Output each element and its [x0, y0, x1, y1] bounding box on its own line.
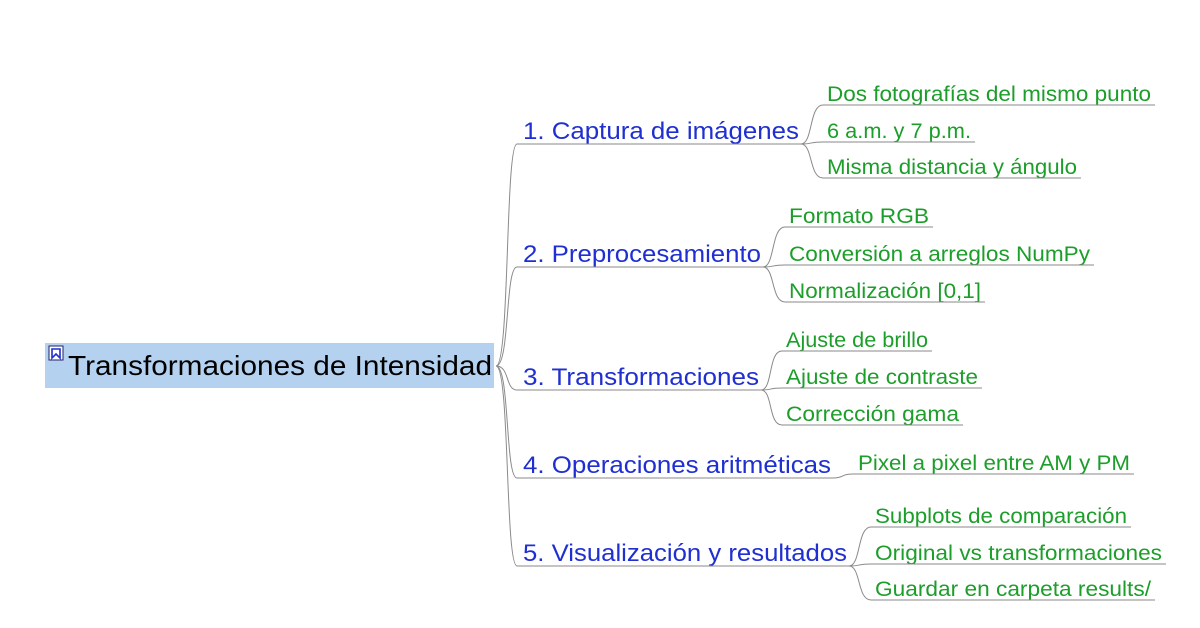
connector-branch-leaf [762, 226, 786, 268]
connector-branch-leaf [848, 526, 872, 567]
leaf-node[interactable]: Ajuste de contraste [782, 366, 982, 389]
connector-branch-leaf [760, 387, 783, 391]
branch-node[interactable]: 1. Captura de imágenes [517, 118, 801, 145]
connector-branch-leaf [848, 565, 872, 601]
root-label: Transformaciones de Intensidad [68, 350, 492, 381]
leaf-label[interactable]: Dos fotografías del mismo punto [827, 83, 1151, 106]
branch-node[interactable]: 5. Visualización y resultados [517, 540, 849, 567]
connector-root-branch [495, 266, 518, 367]
branch-label[interactable]: 3. Transformaciones [523, 364, 759, 391]
leaf-label[interactable]: Ajuste de brillo [786, 329, 928, 352]
leaf-node[interactable]: Ajuste de brillo [782, 329, 932, 352]
leaf-node[interactable]: Misma distancia y ángulo [823, 156, 1081, 179]
leaf-node[interactable]: Subplots de comparación [871, 505, 1131, 528]
branch-node[interactable]: 4. Operaciones aritméticas [517, 452, 833, 479]
connector-root-branch [495, 365, 518, 567]
leaf-node[interactable]: Normalización [0,1] [785, 280, 985, 303]
leaf-node[interactable]: Pixel a pixel entre AM y PM [854, 452, 1134, 475]
connector-branch-leaf [800, 143, 824, 179]
leaf-node[interactable]: 6 a.m. y 7 p.m. [823, 120, 975, 143]
leaf-node[interactable]: Formato RGB [785, 205, 933, 228]
leaf-label[interactable]: Conversión a arreglos NumPy [789, 243, 1091, 266]
connector-branch-leaf [800, 141, 824, 145]
connector-root-branch [495, 143, 518, 367]
leaf-label[interactable]: Subplots de comparación [875, 505, 1127, 528]
leaf-node[interactable]: Original vs transformaciones [871, 542, 1166, 565]
leaf-label[interactable]: Misma distancia y ángulo [827, 156, 1077, 179]
connector-lines [495, 104, 872, 601]
connector-branch-leaf [832, 473, 855, 479]
leaf-label[interactable]: Original vs transformaciones [875, 542, 1162, 565]
connector-branch-leaf [760, 389, 783, 426]
branch-label[interactable]: 1. Captura de imágenes [523, 118, 799, 145]
connector-branch-leaf [760, 350, 783, 391]
leaf-label[interactable]: 6 a.m. y 7 p.m. [827, 120, 971, 143]
leaf-label[interactable]: Formato RGB [789, 205, 929, 228]
leaf-node[interactable]: Dos fotografías del mismo punto [823, 83, 1155, 106]
branch-label[interactable]: 5. Visualización y resultados [523, 540, 847, 567]
connector-branch-leaf [848, 563, 872, 567]
connector-branch-leaf [762, 264, 786, 268]
branch-label[interactable]: 4. Operaciones aritméticas [523, 452, 831, 479]
leaf-node[interactable]: Guardar en carpeta results/ [871, 578, 1155, 601]
bookmark-icon [48, 345, 64, 361]
connector-root-branch [495, 365, 518, 479]
branch-layer: 1. Captura de imágenes Dos fotografías de… [517, 83, 1166, 601]
root-node[interactable]: Transformaciones de Intensidad [45, 343, 494, 388]
connector-branch-leaf [800, 104, 824, 145]
leaf-node[interactable]: Conversión a arreglos NumPy [785, 243, 1094, 266]
leaf-label[interactable]: Guardar en carpeta results/ [875, 578, 1151, 601]
leaf-label[interactable]: Pixel a pixel entre AM y PM [858, 452, 1130, 475]
leaf-node[interactable]: Corrección gama [782, 403, 963, 426]
leaf-label[interactable]: Ajuste de contraste [786, 366, 978, 389]
root-node-highlight [45, 343, 494, 388]
connector-root-branch [495, 365, 518, 391]
connector-branch-leaf [762, 266, 786, 303]
leaf-label[interactable]: Corrección gama [786, 403, 959, 426]
branch-node[interactable]: 3. Transformaciones [517, 364, 761, 391]
leaf-label[interactable]: Normalización [0,1] [789, 280, 981, 303]
branch-label[interactable]: 2. Preprocesamiento [523, 241, 761, 268]
branch-node[interactable]: 2. Preprocesamiento [517, 241, 763, 268]
